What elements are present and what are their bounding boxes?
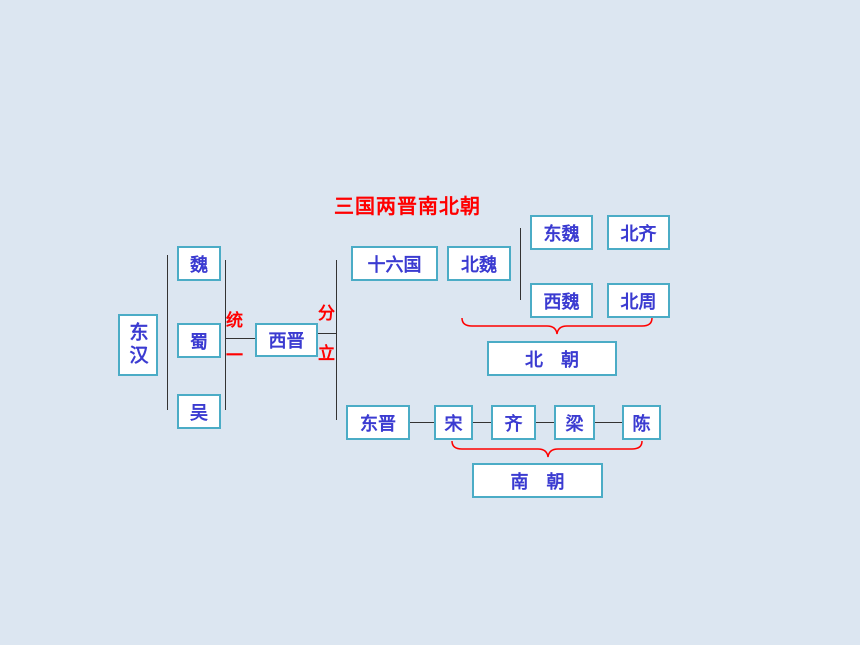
node-wu: 吴 xyxy=(177,394,221,429)
node-beizhou: 北周 xyxy=(607,283,670,318)
connector-line xyxy=(167,255,168,410)
node-xiwei: 西魏 xyxy=(530,283,593,318)
label-fenli-2: 立 xyxy=(318,344,335,364)
node-xijin: 西晋 xyxy=(255,323,318,357)
connector-line xyxy=(410,422,434,423)
node-dongjin: 东晋 xyxy=(346,405,410,440)
label-tongyi-2: 一 xyxy=(226,346,243,366)
label-fenli-1: 分 xyxy=(318,304,335,324)
node-beichao: 北 朝 xyxy=(487,341,617,376)
node-beiqi: 北齐 xyxy=(607,215,670,250)
node-dongwei: 东魏 xyxy=(530,215,593,250)
connector-line xyxy=(473,422,491,423)
node-chen: 陈 xyxy=(622,405,661,440)
brace-nanchao xyxy=(451,440,643,458)
node-donghan: 东汉 xyxy=(118,314,158,376)
diagram-title: 三国两晋南北朝 xyxy=(334,194,481,218)
connector-line xyxy=(225,260,226,410)
connector-line xyxy=(225,338,255,339)
brace-beichao xyxy=(461,317,653,335)
node-wei: 魏 xyxy=(177,246,221,281)
node-qi: 齐 xyxy=(491,405,536,440)
connector-line xyxy=(536,422,554,423)
node-liang: 梁 xyxy=(554,405,595,440)
connector-line xyxy=(318,333,336,334)
label-tongyi-1: 统 xyxy=(226,311,243,331)
connector-line xyxy=(336,260,337,420)
connector-line xyxy=(520,228,521,300)
node-song: 宋 xyxy=(434,405,473,440)
node-beiwei: 北魏 xyxy=(447,246,511,281)
node-shiliuguo: 十六国 xyxy=(351,246,438,281)
node-nanchao: 南 朝 xyxy=(472,463,603,498)
node-shu: 蜀 xyxy=(177,323,221,358)
connector-line xyxy=(595,422,622,423)
